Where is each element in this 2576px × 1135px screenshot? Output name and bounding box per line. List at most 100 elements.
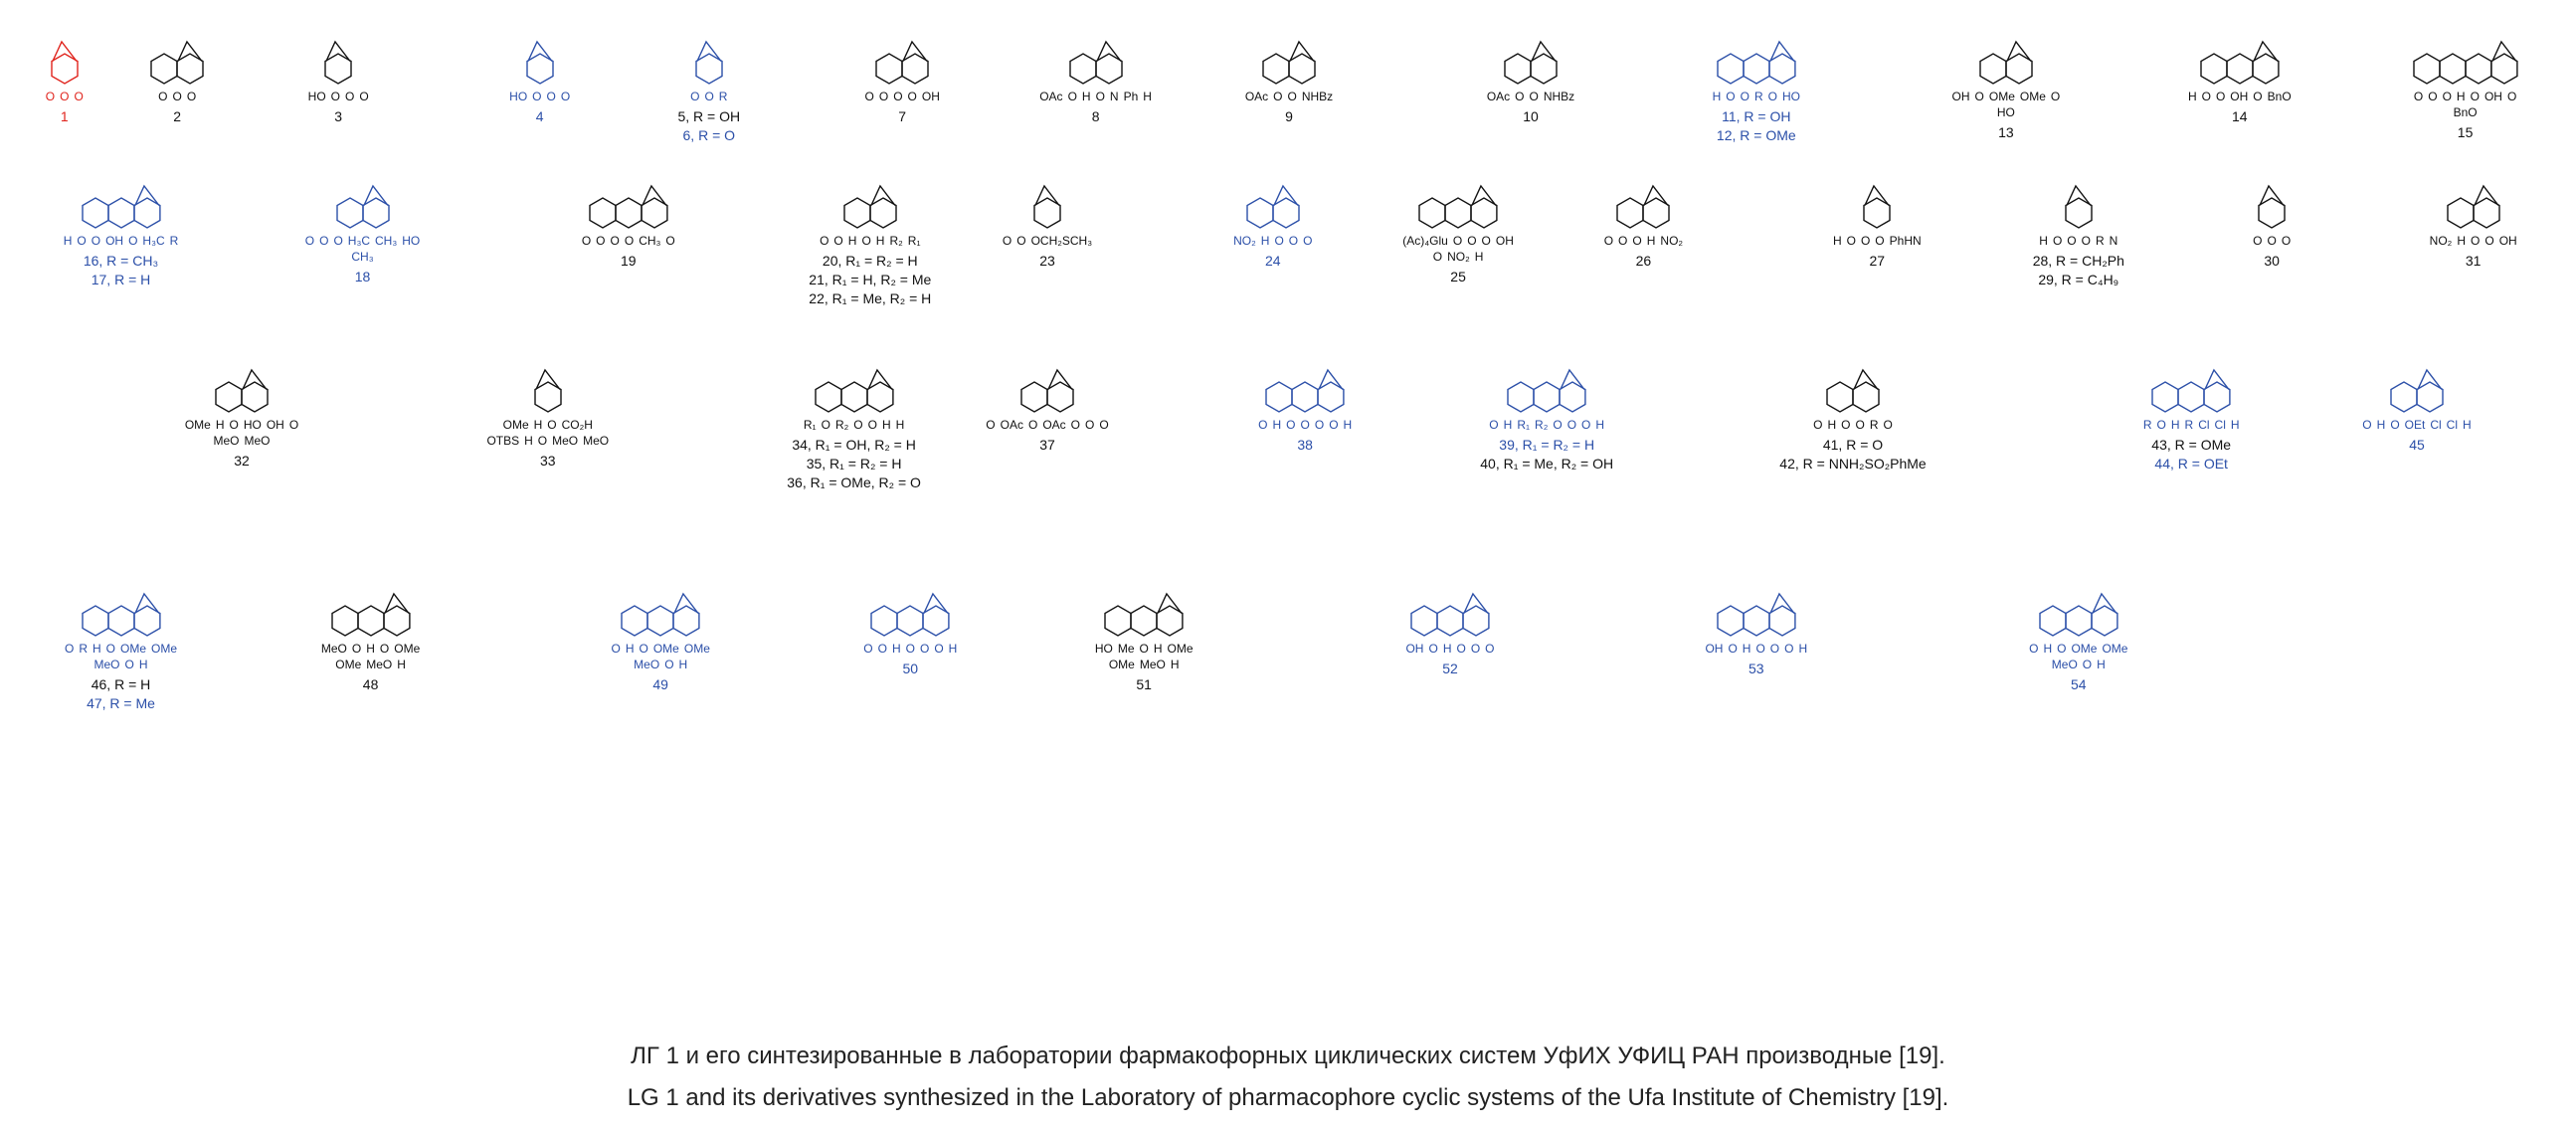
bridge-bond — [1643, 184, 1669, 206]
ring — [1507, 381, 1535, 413]
atom-label: OMe — [184, 418, 211, 432]
atom-label: H — [2187, 90, 2197, 103]
atom-label: O — [2281, 234, 2292, 248]
atom-label: O — [1883, 418, 1893, 432]
atom-label: OH — [1705, 642, 1724, 656]
bridge-bond — [1463, 592, 1489, 614]
skeleton-drawing — [526, 40, 554, 85]
ring — [81, 197, 109, 229]
compound-labels: 8 — [1092, 107, 1100, 126]
ring — [106, 605, 135, 637]
atom-label: OH — [1951, 90, 1970, 103]
ring — [1616, 197, 1645, 229]
atom-label: O — [128, 234, 138, 248]
atom-label: O — [172, 90, 182, 103]
atom-label: O — [1553, 418, 1563, 432]
atom-label: O — [1784, 642, 1794, 656]
bridge-bond — [527, 40, 553, 62]
atom-label: H — [625, 642, 635, 656]
ring — [1156, 605, 1184, 637]
atom-label: H — [1260, 234, 1270, 248]
compound-label: 12, R = OMe — [1716, 127, 1796, 143]
ring — [2039, 605, 2067, 637]
atom-label: O — [2052, 234, 2063, 248]
compound-label: 8 — [1091, 108, 1100, 124]
compound-labels: 10 — [1523, 107, 1539, 126]
atom-label: O — [581, 234, 592, 248]
atom-label: R₂ — [1535, 418, 1549, 432]
compound-label: 20, R₁ = R₂ = H — [822, 253, 918, 269]
skeleton-drawing — [1863, 184, 1892, 229]
atom-label: O — [379, 642, 390, 656]
atom-label: O — [1875, 234, 1885, 248]
compound-labels: 26 — [1636, 252, 1652, 271]
compound-label: 19 — [621, 253, 637, 269]
atom-label: O — [1258, 418, 1268, 432]
ring — [1504, 53, 1532, 85]
bridge-bond — [2490, 40, 2517, 62]
atom-label: NO₂ — [1660, 234, 1684, 248]
atom-label: O — [907, 90, 917, 103]
atom-label: H — [875, 234, 885, 248]
compound-label: 22, R₁ = Me, R₂ = H — [809, 290, 932, 306]
bridge-bond — [1471, 184, 1497, 206]
atom-label: O — [1767, 90, 1777, 103]
atom-label: N — [2109, 234, 2118, 248]
ring — [1291, 381, 1319, 413]
atom-label: H — [1474, 250, 1484, 264]
skeleton-drawing — [2039, 592, 2118, 637]
atom-label: O — [1515, 90, 1525, 103]
atom-label: O — [624, 234, 635, 248]
atom-label: O — [1603, 234, 1614, 248]
atom-label: H — [366, 642, 375, 656]
compound-label: 37 — [1039, 437, 1055, 453]
atom-label: Cl — [2214, 418, 2226, 432]
compound-label: 16, R = CH₃ — [83, 253, 159, 269]
compound-label: 50 — [902, 661, 919, 676]
atom-label: O — [330, 90, 341, 103]
atom-label: O — [934, 642, 944, 656]
compound-labels: 48 — [363, 675, 379, 694]
atom-label: H₃C — [142, 234, 165, 248]
compound-label: 43, R = OMe — [2151, 437, 2232, 453]
bridge-bond — [133, 592, 160, 614]
bridge-bond — [2066, 184, 2092, 206]
atom-label: OMe — [151, 642, 178, 656]
bridge-bond — [133, 184, 160, 206]
ring — [646, 605, 674, 637]
atom-label: O — [820, 234, 829, 248]
atom-label: MeO — [213, 434, 240, 448]
atom-label: MeO — [320, 642, 347, 656]
atom-label: H — [1827, 418, 1837, 432]
atom-label: O — [537, 434, 548, 448]
atom-label: O — [2428, 90, 2438, 103]
compound-labels: 38 — [1297, 436, 1313, 455]
atom-label: Me — [1117, 642, 1135, 656]
atom-label: OMe — [120, 642, 147, 656]
atom-label: R — [79, 642, 88, 656]
atom-label: O — [1303, 234, 1313, 248]
atom-label: MeO — [244, 434, 271, 448]
bridge-bond — [1289, 40, 1315, 62]
atom-label: O — [2067, 234, 2077, 248]
atom-label: O — [333, 234, 343, 248]
skeleton-drawing — [1826, 368, 1880, 413]
atom-label: OCH₂SCH₃ — [1030, 234, 1093, 248]
atom-label: O — [919, 642, 930, 656]
atom-label: H₃C — [347, 234, 371, 248]
ring — [356, 605, 385, 637]
